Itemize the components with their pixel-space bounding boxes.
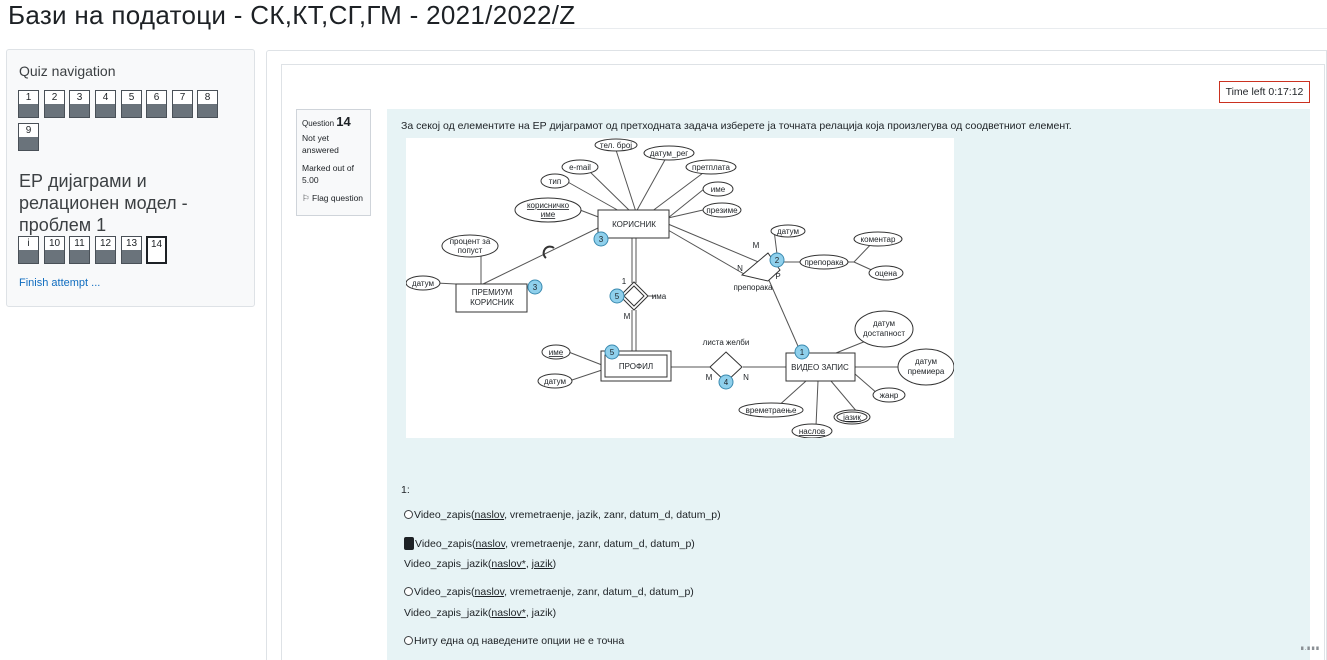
page-title: Бази на податоци - СК,КТ,СГ,ГМ - 2021/20… (8, 0, 576, 30)
attr-naslov: наслов (799, 427, 825, 436)
finish-attempt-link[interactable]: Finish attempt ... (19, 277, 101, 289)
title-divider (540, 28, 1327, 29)
card-prep-n: N (737, 264, 743, 273)
quiz-nav-button-12[interactable]: 12 (95, 236, 116, 264)
badge-3-korisnik: 3 (599, 235, 604, 244)
attr-datum-reg: датум_рег (650, 149, 688, 158)
attr-ocena: оцена (875, 269, 898, 278)
badge-4-lista: 4 (724, 378, 729, 387)
card-ima-1: 1 (622, 277, 627, 286)
entity-video-label: ВИДЕО ЗАПИС (791, 363, 849, 372)
option-3-second-line: Video_zapis_jazik(naslov*, jazik) (404, 607, 557, 619)
relationship-lista-label: листа желби (703, 338, 750, 347)
subset-symbol (542, 245, 555, 259)
option-1-radio[interactable] (404, 510, 413, 519)
question-info-box: Question 14 Not yet answered Marked out … (296, 109, 371, 216)
attr-email: e-mail (569, 163, 591, 172)
section-title: ЕР дијаграми и релационен модел - пробле… (19, 171, 188, 235)
option-2[interactable]: Video_zapis(naslov, vremetraenje, zanr, … (404, 537, 695, 550)
question-number: Question 14 (302, 114, 351, 129)
flag-icon: ⚐ (302, 193, 310, 203)
attr-datum-prep: датум (777, 227, 799, 236)
card-lista-n: N (743, 373, 749, 382)
attr-datum-dost-1: датум (873, 319, 895, 328)
entity-profil-label: ПРОФИЛ (619, 362, 653, 371)
attr-procent-2: попуст (458, 246, 483, 255)
option-3[interactable]: Video_zapis(naslov, vremetraenje, zanr, … (404, 586, 694, 598)
attr-datum-prem-2: премиера (908, 367, 945, 376)
attr-jazik: јазик (842, 413, 861, 422)
relationship-ima-label: има (652, 292, 667, 301)
option-2-radio[interactable] (404, 537, 414, 550)
attr-komentar: коментар (861, 235, 896, 244)
attr-zanr: жанр (880, 391, 899, 400)
quiz-nav-button-2[interactable]: 2 (44, 90, 65, 118)
quiz-nav-button-9[interactable]: 9 (18, 123, 39, 151)
badge-5-profil: 5 (610, 348, 615, 357)
card-lista-m: M (706, 373, 713, 382)
badge-2-preporaka: 2 (775, 256, 780, 265)
attr-pretplata: претплата (692, 163, 730, 172)
quiz-navigation-block: Quiz navigation 1 2 3 4 5 6 7 8 9 ЕР диј… (6, 49, 255, 307)
badge-3-premium: 3 (533, 283, 538, 292)
corner-watermark: ∎.∎∎∎ (1300, 645, 1320, 652)
attr-vremetraenje: времетраење (746, 406, 797, 415)
quiz-nav-button-info[interactable]: i (18, 236, 39, 264)
quiz-nav-button-13[interactable]: 13 (121, 236, 142, 264)
option-3-radio[interactable] (404, 587, 413, 596)
relationship-preporaka-label: препорака (733, 283, 773, 292)
attr-ime-profil: име (549, 348, 564, 357)
quiz-nav-button-5[interactable]: 5 (121, 90, 142, 118)
answer-label: 1: (401, 484, 410, 496)
quiz-nav-button-7[interactable]: 7 (172, 90, 193, 118)
entity-premium-korisnik (455, 283, 528, 313)
entity-korisnik-label: КОРИСНИК (612, 220, 656, 229)
option-2-second-line: Video_zapis_jazik(naslov*, jazik) (404, 558, 557, 570)
entity-profil-inner (604, 354, 668, 378)
question-status: Not yet answered (302, 133, 339, 155)
attr-korisnicko-2: име (541, 210, 556, 219)
attr-datum-profil: датум (544, 377, 566, 386)
entity-premium-label-2: КОРИСНИК (470, 298, 514, 307)
entity-korisnik (597, 209, 670, 239)
quiz-nav-button-8[interactable]: 8 (197, 90, 218, 118)
card-prep-p: P (775, 272, 780, 281)
badge-5-ima: 5 (615, 292, 620, 301)
card-prep-m: M (753, 241, 760, 250)
question-container (281, 64, 1325, 660)
attr-preporaka: препорака (804, 258, 844, 267)
quiz-nav-button-6[interactable]: 6 (146, 90, 167, 118)
attr-korisnicko-1: корисничко (527, 201, 570, 210)
attr-tip: тип (549, 177, 561, 186)
attr-datum-dost-2: достапност (863, 329, 905, 338)
quiz-nav-button-10[interactable]: 10 (44, 236, 65, 264)
flag-question-button[interactable]: ⚐ Flag question (302, 193, 364, 203)
time-left-timer: Time left 0:17:12 (1219, 81, 1310, 103)
attr-datum-prem-1: датум (915, 357, 937, 366)
quiz-nav-button-4[interactable]: 4 (95, 90, 116, 118)
attr-prezime: презиме (706, 206, 738, 215)
attr-tel-broj: тел. број (600, 141, 632, 150)
card-ima-m: M (624, 312, 631, 321)
quiz-nav-button-3[interactable]: 3 (69, 90, 90, 118)
badge-1-video: 1 (800, 348, 805, 357)
question-text: За секој од елементите на ЕР дијаграмот … (401, 120, 1072, 132)
option-4[interactable]: Ниту една од наведените опции не е точна (404, 635, 624, 647)
quiz-navigation-heading: Quiz navigation (19, 63, 116, 79)
quiz-nav-button-1[interactable]: 1 (18, 90, 39, 118)
relationship-ima (619, 281, 649, 311)
attr-ime: име (711, 185, 726, 194)
attr-datum-pk: датум (412, 279, 434, 288)
quiz-nav-button-11[interactable]: 11 (69, 236, 90, 264)
option-1[interactable]: Video_zapis(naslov, vremetraenje, jazik,… (404, 509, 721, 521)
er-diagram-image: КОРИСНИК ПРЕМИУМ КОРИСНИК ПРОФИЛ ВИДЕО З… (406, 138, 954, 438)
entity-premium-label-1: ПРЕМИУМ (472, 288, 513, 297)
option-4-radio[interactable] (404, 636, 413, 645)
relationship-ima-inner (623, 285, 645, 307)
quiz-nav-button-14-current[interactable]: 14 (146, 236, 167, 264)
question-marks: Marked out of 5.00 (302, 163, 354, 185)
attr-procent-1: процент за (450, 237, 491, 246)
